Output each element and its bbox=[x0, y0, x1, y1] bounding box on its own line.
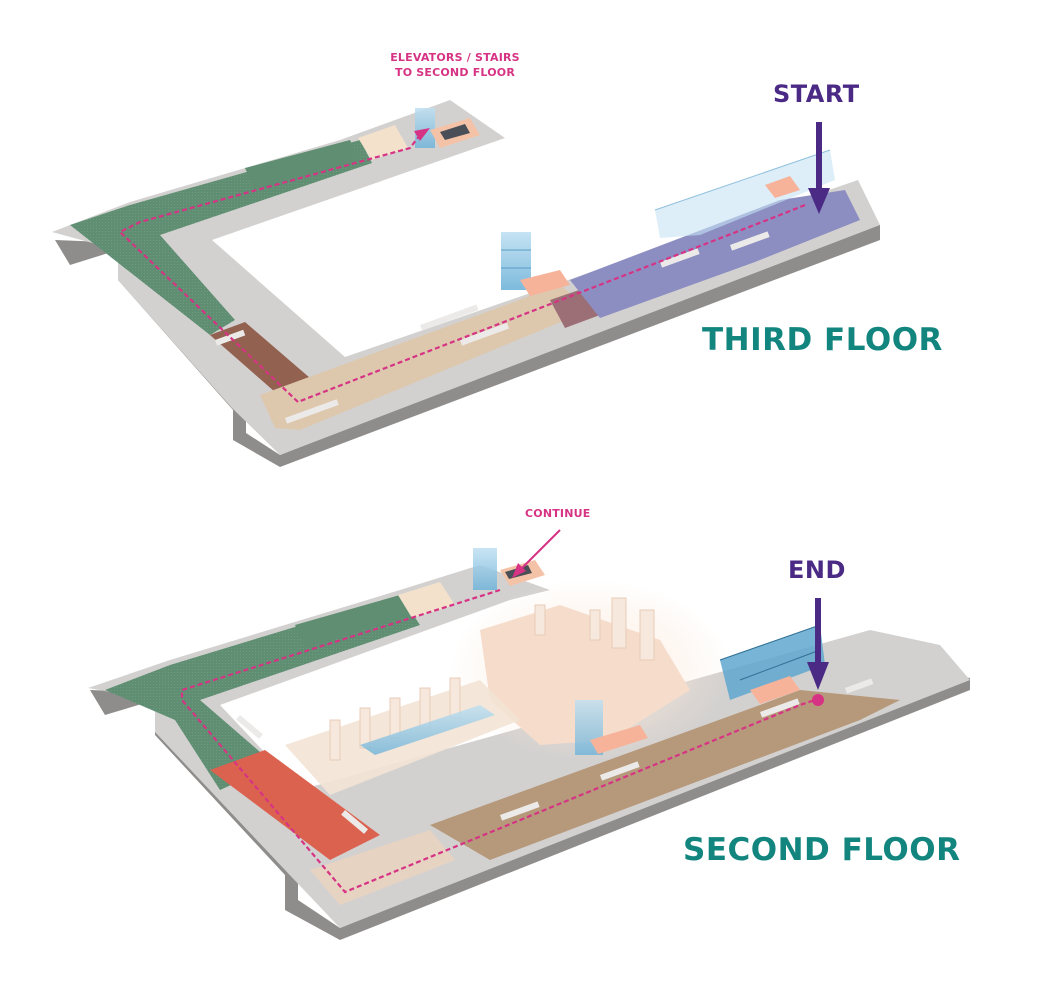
elevators-label-line2: TO SECOND FLOOR bbox=[394, 66, 515, 79]
third-floor-route-arrow-icon bbox=[414, 128, 430, 141]
continue-label: CONTINUE bbox=[525, 507, 591, 520]
second-floor-room-beige bbox=[398, 582, 455, 618]
second-floor-elevator-stair bbox=[473, 548, 648, 755]
third-floor-brown-zone bbox=[210, 322, 310, 392]
second-floor-beige-zone bbox=[310, 830, 455, 905]
end-arrow-icon bbox=[807, 598, 829, 690]
second-floor-glass-stair bbox=[719, 624, 825, 704]
third-floor-glass-roof bbox=[654, 149, 835, 238]
elevators-label-line1: ELEVATORS / STAIRS bbox=[390, 51, 520, 64]
third-floor-title: THIRD FLOOR bbox=[702, 322, 943, 358]
third-floor-purple-zone bbox=[570, 190, 860, 318]
second-floor-green-zone bbox=[105, 595, 420, 790]
third-floor-elevator-tower bbox=[501, 232, 570, 296]
second-floor-route bbox=[180, 588, 816, 894]
second-floor-courtyard bbox=[480, 605, 690, 745]
third-floor-room-beige bbox=[358, 125, 408, 160]
start-label: START bbox=[773, 80, 860, 108]
second-floor-tan-zone bbox=[430, 690, 900, 860]
elevators-label: ELEVATORS / STAIRS TO SECOND FLOOR bbox=[375, 50, 535, 80]
end-label: END bbox=[788, 556, 846, 584]
third-floor-walls bbox=[214, 231, 770, 424]
third-floor-plan bbox=[52, 100, 880, 467]
second-floor-green-upper bbox=[295, 595, 412, 648]
start-arrow-icon bbox=[808, 122, 830, 214]
third-floor-beige-zone bbox=[260, 285, 590, 430]
third-floor-route bbox=[118, 134, 806, 404]
second-floor-columns bbox=[329, 597, 655, 761]
end-point-marker bbox=[812, 694, 824, 706]
continue-arrow-icon bbox=[512, 529, 561, 578]
second-floor-walls bbox=[236, 678, 874, 834]
second-floor-plan bbox=[88, 548, 970, 940]
second-floor-title: SECOND FLOOR bbox=[683, 832, 961, 868]
second-floor-glass-exhibit bbox=[360, 705, 495, 755]
second-floor-red-zone bbox=[210, 750, 380, 860]
third-floor-green-upper bbox=[245, 140, 360, 190]
